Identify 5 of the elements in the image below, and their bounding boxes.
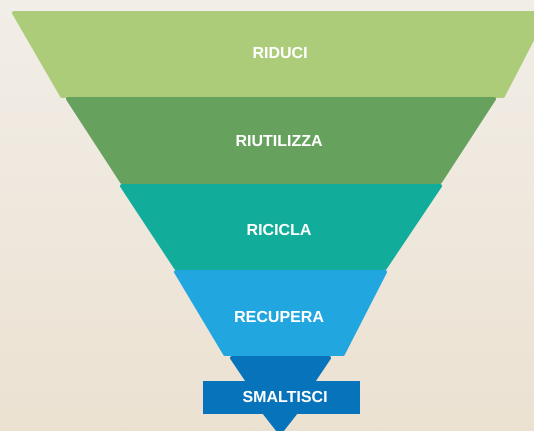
level-label: RICICLA — [246, 223, 312, 239]
level-label: SMALTISCI — [242, 390, 328, 406]
level-label: RIUTILIZZA — [235, 134, 323, 150]
level-label: RIDUCI — [252, 46, 308, 62]
level-label: RECUPERA — [234, 310, 324, 326]
